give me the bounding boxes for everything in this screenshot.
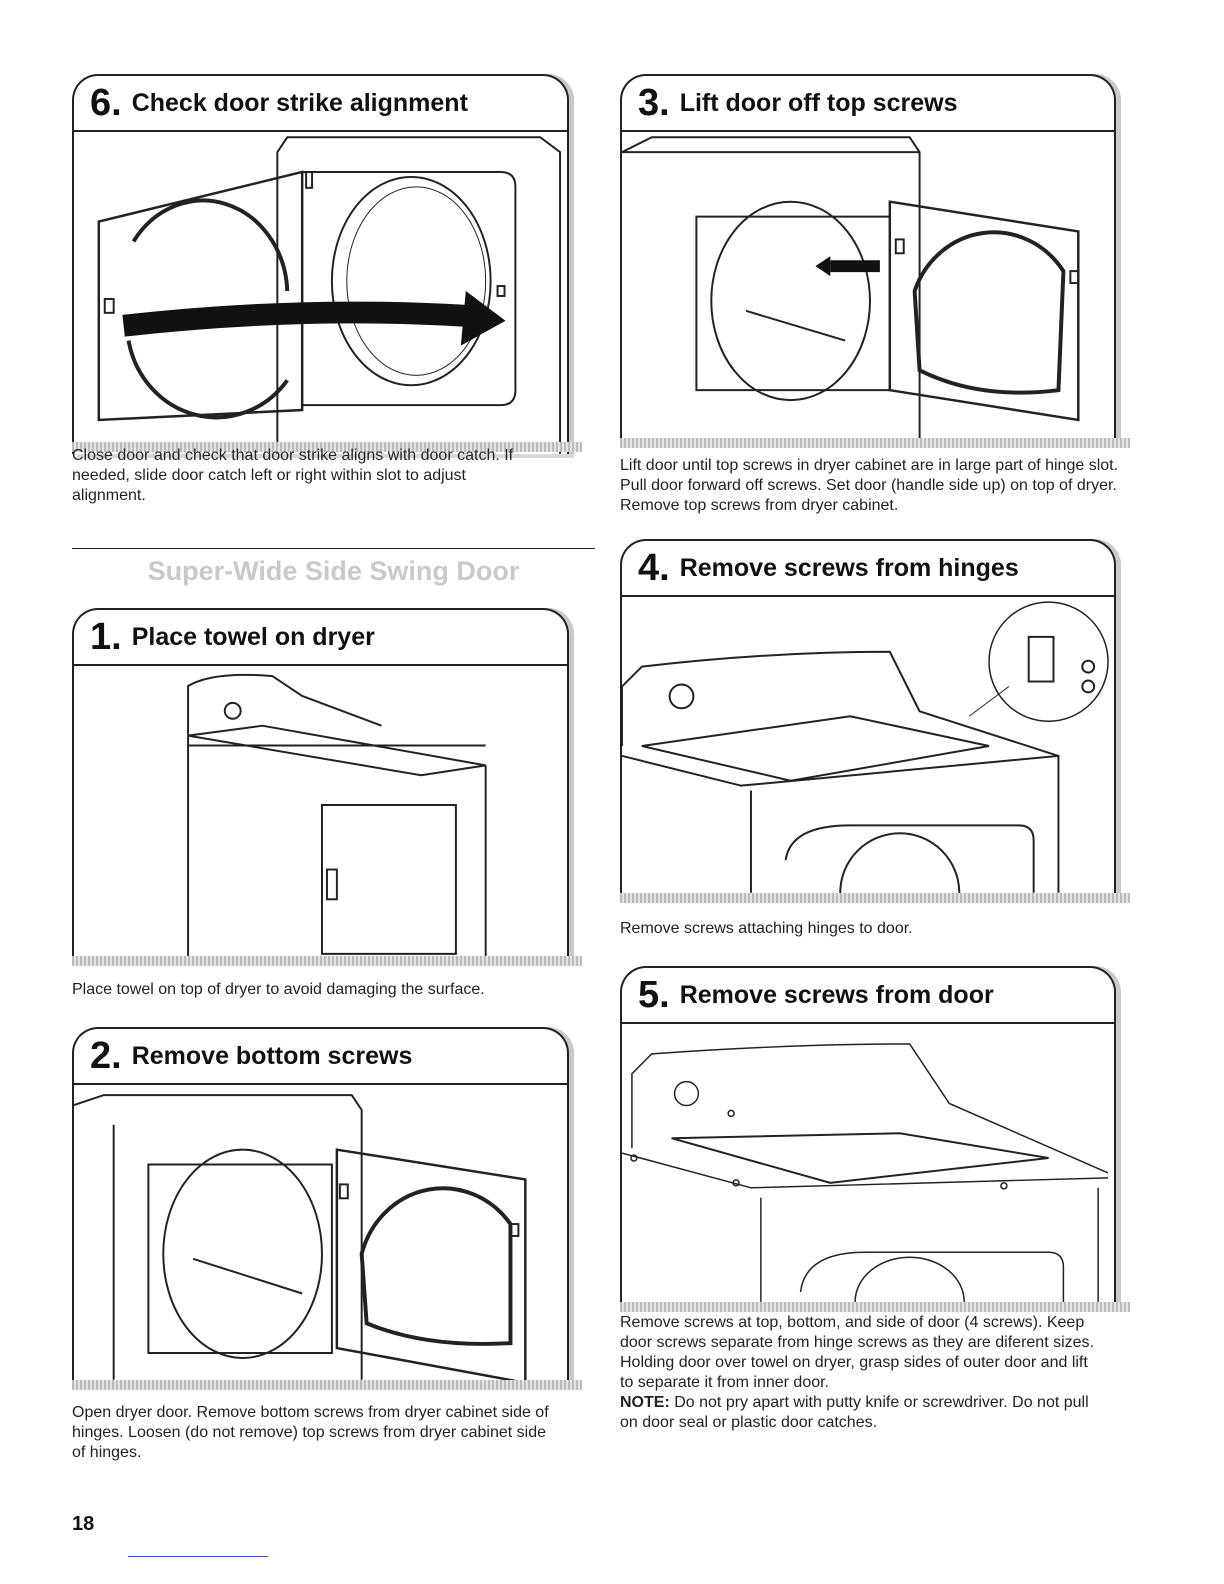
step-5-shadow (620, 1302, 1130, 1312)
step-1-illustration (74, 666, 567, 956)
step-3-header: 3. Lift door off top screws (622, 76, 1114, 132)
step-title: Lift door off top screws (680, 89, 958, 118)
step-1-description: Place towel on top of dryer to avoid dam… (72, 980, 562, 1000)
step-3-illustration (622, 132, 1114, 444)
page-number: 18 (72, 1513, 94, 1536)
step-4-illustration (622, 597, 1114, 893)
step-3-shadow (620, 438, 1130, 448)
step-title: Check door strike alignment (132, 89, 468, 118)
step-6-description: Close door and check that door strike al… (72, 446, 542, 506)
section-divider (72, 548, 595, 549)
step-1-header: 1. Place towel on dryer (74, 610, 567, 666)
step-number: 4. (638, 547, 670, 590)
note-text: Do not pry apart with putty knife or scr… (620, 1394, 1089, 1431)
step-5-description: Remove screws at top, bottom, and side o… (620, 1313, 1100, 1433)
step-5-text: Remove screws at top, bottom, and side o… (620, 1314, 1094, 1391)
step-4-shadow (620, 893, 1130, 903)
step-2-shadow (72, 1380, 582, 1390)
step-number: 1. (90, 616, 122, 659)
step-number: 3. (638, 82, 670, 125)
step-number: 5. (638, 974, 670, 1017)
step-3-description: Lift door until top screws in dryer cabi… (620, 456, 1120, 516)
step-title: Remove screws from door (680, 981, 994, 1010)
footer-rule (128, 1556, 268, 1557)
step-number: 2. (90, 1035, 122, 1078)
step-5-illustration (622, 1024, 1114, 1302)
step-1-shadow (72, 956, 582, 966)
section-title: Super-Wide Side Swing Door (72, 556, 595, 587)
step-5-header: 5. Remove screws from door (622, 968, 1114, 1024)
step-2-illustration (74, 1085, 567, 1380)
step-1-panel: 1. Place towel on dryer (72, 608, 569, 956)
step-title: Remove screws from hinges (680, 554, 1019, 583)
step-2-description: Open dryer door. Remove bottom screws fr… (72, 1403, 557, 1463)
step-6-header: 6. Check door strike alignment (74, 76, 567, 132)
step-title: Place towel on dryer (132, 623, 375, 652)
step-2-panel: 2. Remove bottom screws (72, 1027, 569, 1380)
step-6-illustration (74, 132, 567, 454)
step-5-panel: 5. Remove screws from door (620, 966, 1116, 1302)
step-4-header: 4. Remove screws from hinges (622, 541, 1114, 597)
step-6-panel: 6. Check door strike alignment (72, 74, 569, 454)
step-title: Remove bottom screws (132, 1042, 413, 1071)
step-number: 6. (90, 82, 122, 125)
note-label: NOTE: (620, 1394, 670, 1411)
step-2-header: 2. Remove bottom screws (74, 1029, 567, 1085)
step-4-description: Remove screws attaching hinges to door. (620, 919, 1120, 939)
step-3-panel: 3. Lift door off top screws (620, 74, 1116, 444)
step-4-panel: 4. Remove screws from hinges (620, 539, 1116, 893)
